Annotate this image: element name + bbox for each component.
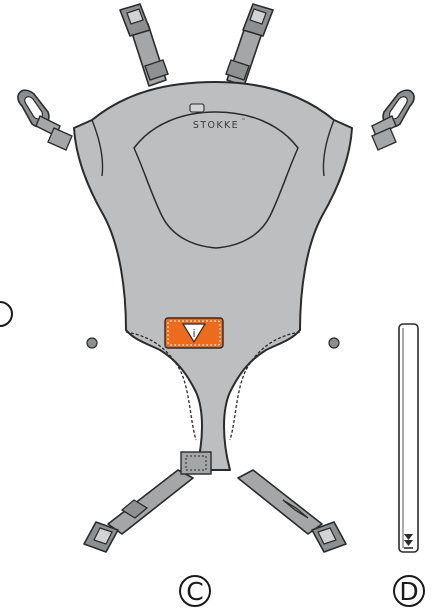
label-d: D [399, 577, 418, 606]
partial-label-circle [0, 301, 13, 327]
top-left-buckle-icon [119, 3, 151, 37]
lower-right-buckle-icon [311, 521, 347, 553]
top-right-buckle-icon [242, 3, 274, 37]
warning-icon-text: i [192, 327, 195, 340]
label-d-circle [393, 575, 425, 607]
label-c-circle [179, 575, 211, 607]
brand-trademark: ™ [241, 118, 246, 124]
separate-strap [398, 323, 419, 553]
warning-label-icon [164, 317, 224, 349]
right-side-buckle-icon [371, 89, 415, 137]
lower-right-strap [237, 469, 323, 535]
carrier-body [47, 81, 397, 475]
lower-left-buckle-icon [83, 521, 119, 553]
brand-tag-icon [189, 103, 205, 113]
double-arrow-down-icon [404, 534, 413, 549]
label-c: C [186, 577, 203, 606]
lower-left-strap [107, 469, 194, 535]
brand-text: STOKKE [193, 120, 239, 131]
left-side-buckle-icon [17, 89, 61, 137]
